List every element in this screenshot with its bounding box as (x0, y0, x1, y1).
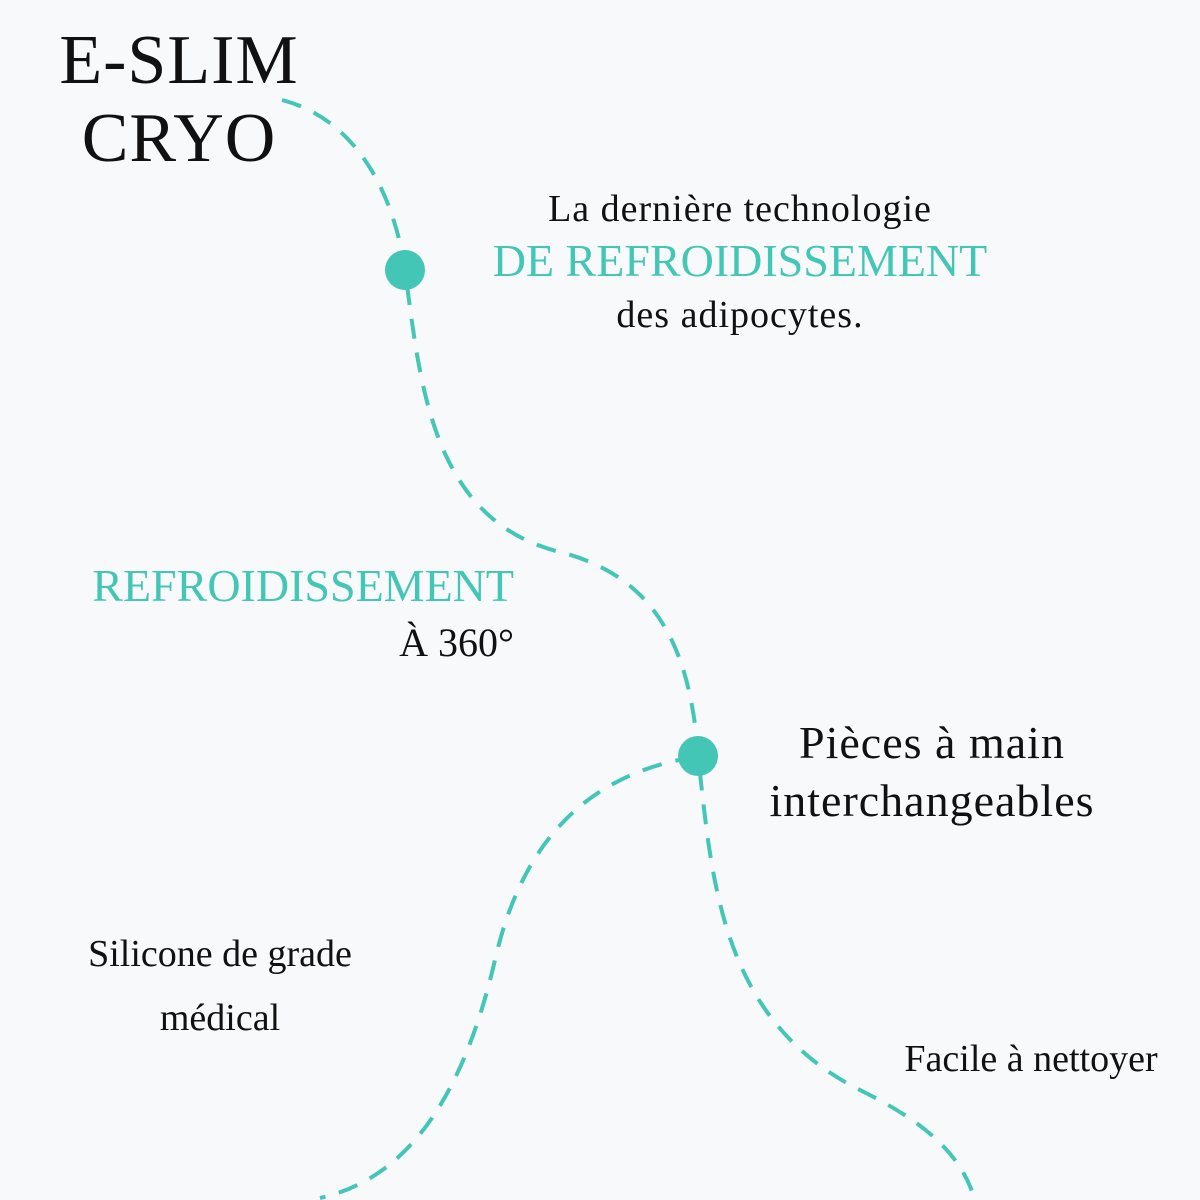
feature-handpieces-line1: Pièces à main (799, 717, 1065, 768)
feature-technology-line3: des adipocytes. (616, 294, 864, 336)
product-title: E-SLIM CRYO (44, 22, 314, 178)
feature-handpieces-line2: interchangeables (769, 775, 1095, 826)
feature-cleaning: Facile à nettoyer (866, 1036, 1196, 1082)
node-dot-technology (385, 250, 425, 290)
feature-cooling-360: REFROIDISSEMENT À 360° (30, 556, 514, 670)
feature-silicone: Silicone de grade médical (40, 922, 400, 1050)
feature-cooling-line2: À 360° (399, 620, 514, 665)
product-title-line1: E-SLIM (59, 22, 299, 99)
product-title-line2: CRYO (81, 100, 277, 177)
feature-technology-highlight: DE REFROIDISSEMENT (492, 235, 988, 286)
feature-cleaning-line1: Facile à nettoyer (904, 1038, 1158, 1080)
feature-silicone-line2: médical (159, 997, 281, 1039)
feature-handpieces: Pièces à main interchangeables (722, 714, 1142, 830)
feature-cooling-highlight: REFROIDISSEMENT (92, 560, 514, 611)
feature-silicone-line1: Silicone de grade (88, 933, 352, 975)
feature-technology: La dernière technologie DE REFROIDISSEME… (440, 186, 1040, 340)
node-dot-handpieces (678, 736, 718, 776)
feature-technology-line1: La dernière technologie (548, 188, 932, 230)
